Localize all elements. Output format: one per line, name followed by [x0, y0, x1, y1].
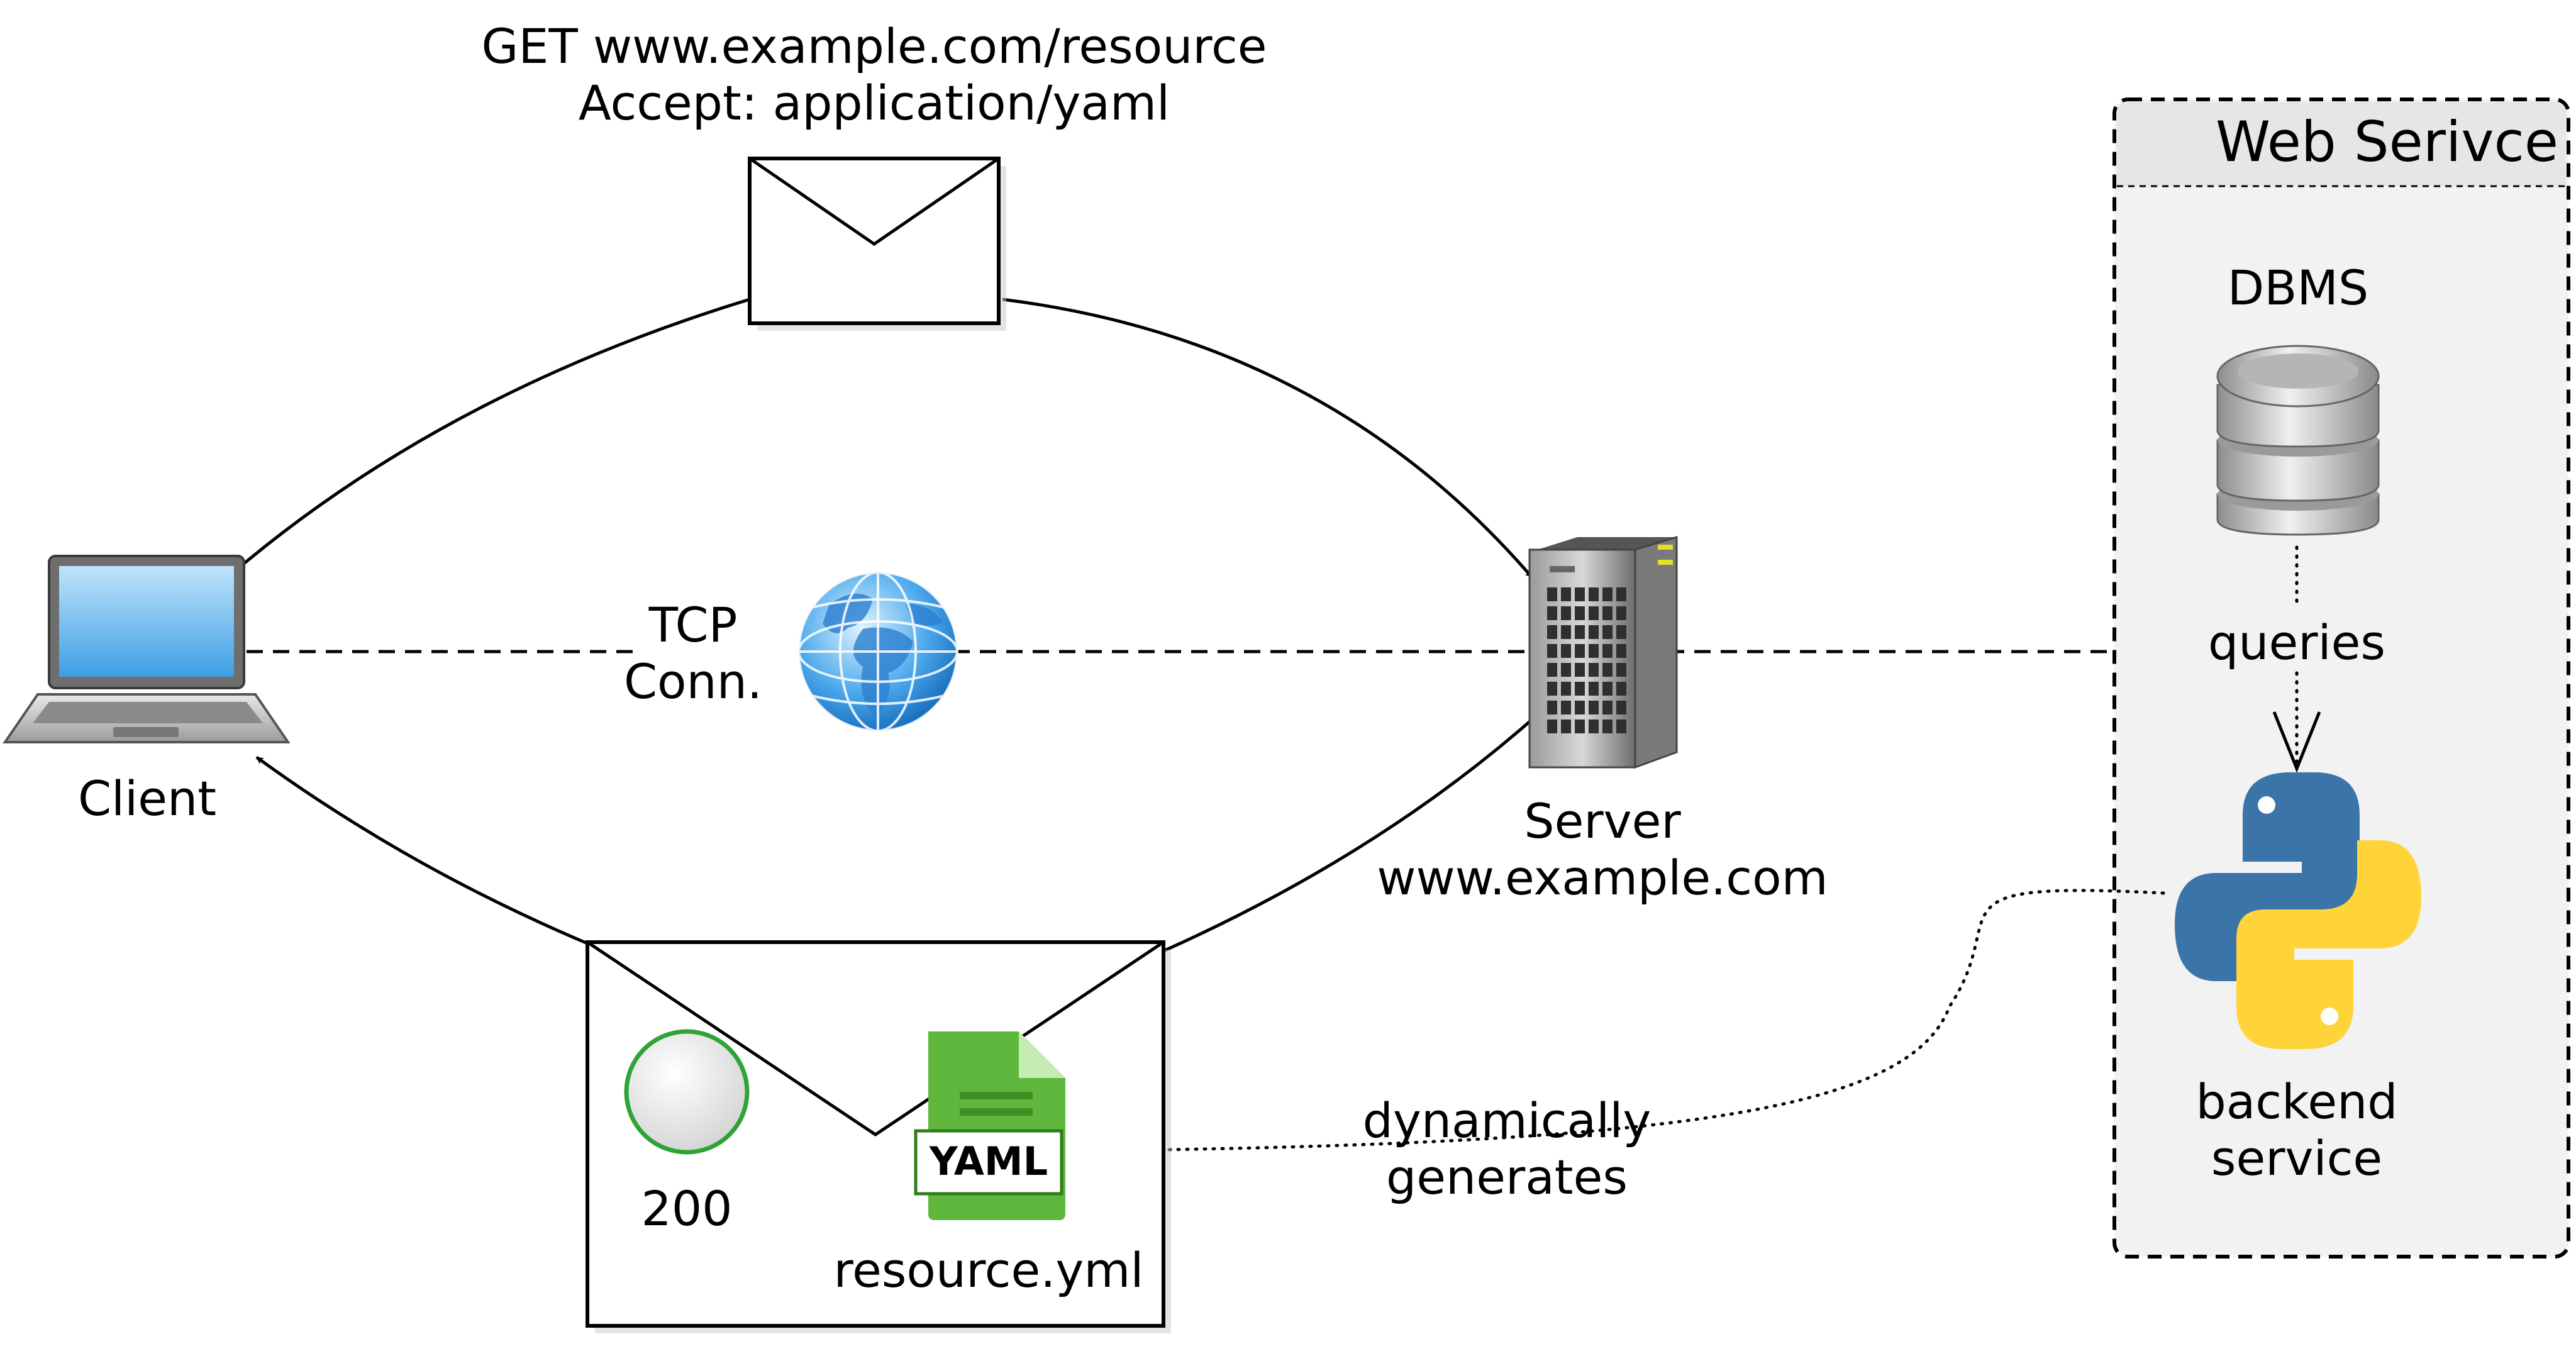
server-window [1602, 625, 1613, 639]
server-label-line-1: Server [1524, 793, 1681, 849]
server-window [1616, 625, 1626, 639]
server-window [1561, 663, 1571, 677]
response-arc-left [255, 755, 588, 945]
server-window [1547, 587, 1557, 601]
server-window [1547, 682, 1557, 696]
server-window [1589, 606, 1599, 620]
server-window [1589, 644, 1599, 658]
server-window [1616, 682, 1626, 696]
backend-label-line-2: service [2211, 1130, 2382, 1186]
server-window [1589, 682, 1599, 696]
server-window [1602, 606, 1613, 620]
request-line-1: GET www.example.com/resource [481, 18, 1267, 74]
python-icon [2175, 772, 2421, 1049]
server-window [1589, 663, 1599, 677]
generates-label-line-1: dynamically [1363, 1092, 1652, 1148]
server-window [1602, 701, 1613, 714]
tcp-label-line-1: TCP [648, 597, 738, 653]
server-window [1561, 587, 1571, 601]
server-window [1602, 644, 1613, 658]
server-window [1602, 587, 1613, 601]
server-window [1561, 701, 1571, 714]
server-window [1575, 644, 1585, 658]
database-icon [2216, 345, 2380, 536]
server-window [1575, 720, 1585, 733]
server-window [1616, 644, 1626, 658]
server-window [1561, 682, 1571, 696]
server-window [1616, 720, 1626, 733]
server-window [1589, 701, 1599, 714]
server-window [1589, 720, 1599, 733]
server-window [1616, 663, 1626, 677]
server-window [1589, 625, 1599, 639]
laptop-icon [3, 555, 291, 743]
globe-icon [797, 571, 958, 732]
server-window [1561, 625, 1571, 639]
server-window [1547, 625, 1557, 639]
server-window [1616, 701, 1626, 714]
file-name: resource.yml [834, 1242, 1144, 1298]
request-arc-left [243, 297, 750, 565]
server-window [1561, 720, 1571, 733]
server-window [1616, 606, 1626, 620]
server-icon [1528, 535, 1678, 769]
server-window [1575, 625, 1585, 639]
status-code: 200 [641, 1181, 732, 1237]
client-label: Client [78, 770, 216, 826]
server-window [1547, 644, 1557, 658]
server-window [1575, 587, 1585, 601]
status-circle-icon [624, 1029, 750, 1155]
server-window [1575, 682, 1585, 696]
connections [243, 297, 2321, 1183]
yaml-file-icon: YAML [914, 1031, 1065, 1220]
server-window [1547, 720, 1557, 733]
backend-label-line-1: backend [2196, 1074, 2397, 1130]
generates-line [1067, 889, 2165, 1153]
yaml-badge: YAML [929, 1138, 1048, 1184]
server-window [1602, 663, 1613, 677]
server-window [1602, 720, 1613, 733]
dbms-label: DBMS [2228, 260, 2368, 316]
server-window [1589, 587, 1599, 601]
server-window [1561, 606, 1571, 620]
server-window [1616, 587, 1626, 601]
generates-label-line-2: generates [1386, 1149, 1628, 1205]
server-window [1547, 701, 1557, 714]
server-label-line-2: www.example.com [1377, 850, 1828, 906]
tcp-label-line-2: Conn. [624, 653, 762, 709]
web-service-title: Web Serivce [2216, 109, 2558, 174]
request-line-2: Accept: application/yaml [579, 75, 1170, 131]
response-arc-right [1162, 718, 1533, 953]
server-window [1575, 663, 1585, 677]
server-window [1561, 644, 1571, 658]
queries-label: queries [2208, 614, 2385, 670]
server-window [1575, 701, 1585, 714]
request-envelope [748, 157, 1006, 331]
server-window [1602, 682, 1613, 696]
request-arc-right [1002, 297, 1533, 579]
server-window [1547, 606, 1557, 620]
server-window [1547, 663, 1557, 677]
server-window [1575, 606, 1585, 620]
